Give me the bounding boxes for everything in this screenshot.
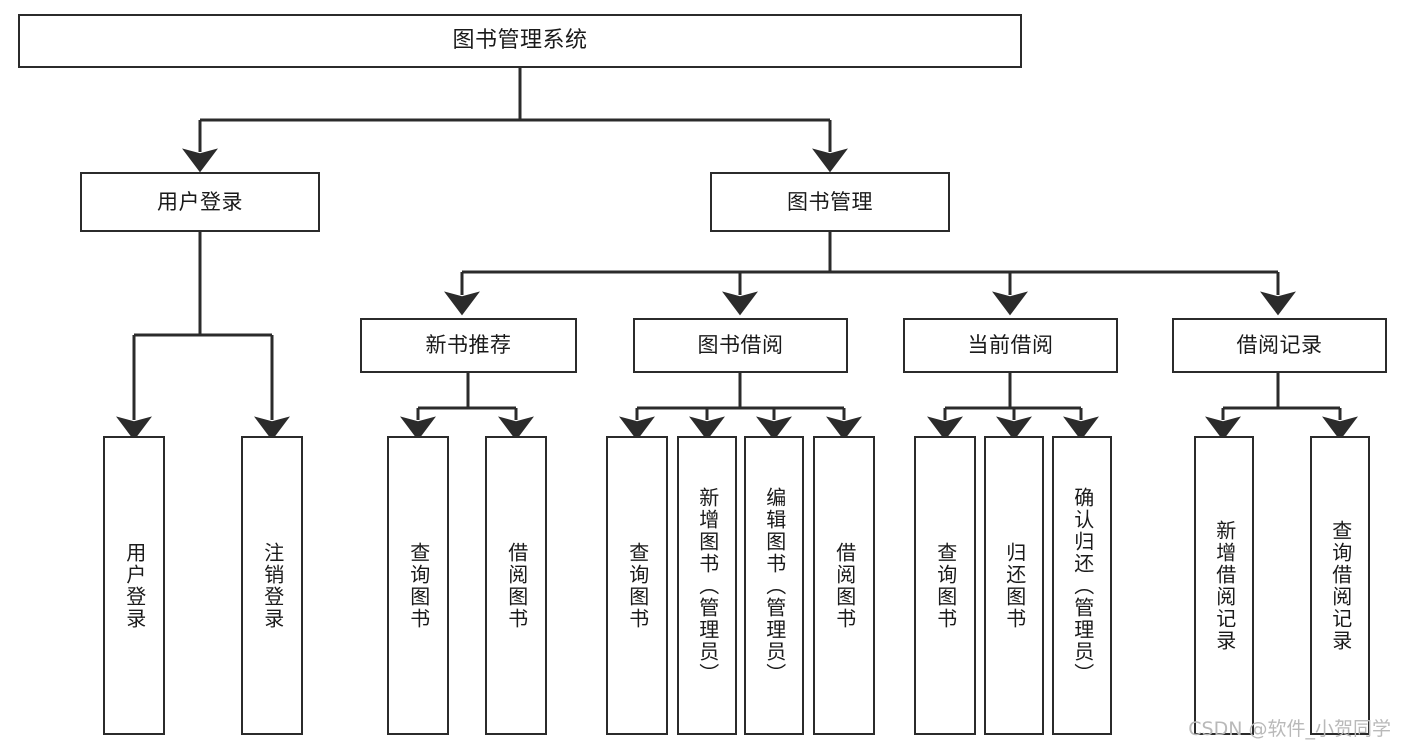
leaf-user-login-signin-label: 用户登录 (122, 541, 147, 630)
node-current-borrow[interactable]: 当前借阅 (903, 318, 1118, 373)
node-borrow-records-label: 借阅记录 (1236, 333, 1323, 358)
leaf-current-query-label: 查询图书 (933, 541, 958, 630)
leaf-records-add[interactable]: 新增借阅记录 (1194, 436, 1254, 735)
leaf-records-add-label: 新增借阅记录 (1212, 519, 1237, 652)
node-book-borrow[interactable]: 图书借阅 (633, 318, 848, 373)
node-current-borrow-label: 当前借阅 (967, 333, 1054, 358)
node-root-label: 图书管理系统 (452, 28, 588, 54)
leaf-borrow-query-label: 查询图书 (625, 541, 650, 630)
leaf-user-login-signin[interactable]: 用户登录 (103, 436, 165, 735)
leaf-borrow-edit-book-label: 编辑图书（管理员） (762, 486, 787, 685)
leaf-records-query[interactable]: 查询借阅记录 (1310, 436, 1370, 735)
leaf-records-query-label: 查询借阅记录 (1328, 519, 1353, 652)
node-user-login-label: 用户登录 (157, 189, 243, 214)
leaf-borrow-borrow-book-label: 借阅图书 (832, 541, 857, 630)
leaf-new-book-borrow[interactable]: 借阅图书 (485, 436, 547, 735)
leaf-current-return-label: 归还图书 (1002, 541, 1027, 630)
watermark: CSDN @软件_小贺同学 (1188, 718, 1391, 740)
leaf-user-login-signout-label: 注销登录 (260, 541, 285, 630)
leaf-new-book-borrow-label: 借阅图书 (504, 541, 529, 630)
node-user-login[interactable]: 用户登录 (80, 172, 320, 232)
node-root[interactable]: 图书管理系统 (18, 14, 1022, 68)
leaf-current-return[interactable]: 归还图书 (984, 436, 1044, 735)
leaf-new-book-query[interactable]: 查询图书 (387, 436, 449, 735)
node-book-borrow-label: 图书借阅 (697, 333, 784, 358)
leaf-borrow-borrow-book[interactable]: 借阅图书 (813, 436, 875, 735)
leaf-borrow-add-book[interactable]: 新增图书（管理员） (677, 436, 737, 735)
node-new-book-recommend[interactable]: 新书推荐 (360, 318, 577, 373)
leaf-borrow-add-book-label: 新增图书（管理员） (695, 486, 720, 685)
leaf-current-confirm-return[interactable]: 确认归还（管理员） (1052, 436, 1112, 735)
node-book-management-label: 图书管理 (787, 189, 873, 214)
leaf-borrow-edit-book[interactable]: 编辑图书（管理员） (744, 436, 804, 735)
leaf-current-confirm-return-label: 确认归还（管理员） (1070, 486, 1095, 685)
leaf-user-login-signout[interactable]: 注销登录 (241, 436, 303, 735)
leaf-borrow-query[interactable]: 查询图书 (606, 436, 668, 735)
leaf-new-book-query-label: 查询图书 (406, 541, 431, 630)
node-new-book-recommend-label: 新书推荐 (425, 333, 512, 358)
leaf-current-query[interactable]: 查询图书 (914, 436, 976, 735)
node-borrow-records[interactable]: 借阅记录 (1172, 318, 1387, 373)
node-book-management[interactable]: 图书管理 (710, 172, 950, 232)
